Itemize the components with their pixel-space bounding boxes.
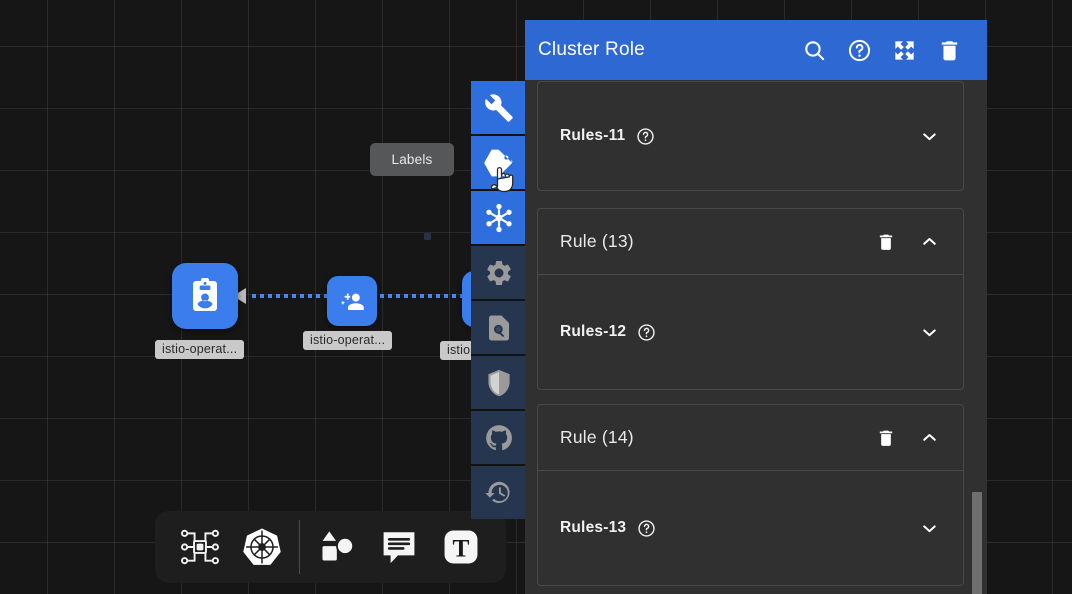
labels-tooltip: Labels xyxy=(370,143,454,176)
row-rules-13[interactable]: Rules-13 xyxy=(538,471,963,585)
chevron-down-icon-glyph xyxy=(923,524,936,532)
kubernetes-icon xyxy=(243,528,281,565)
help-circle-icon[interactable] xyxy=(636,127,655,146)
chevron-down-icon[interactable] xyxy=(918,321,941,344)
history-icon xyxy=(485,481,510,503)
toolbar-item-history[interactable] xyxy=(471,464,527,519)
wrench-icon xyxy=(485,93,513,122)
hub-icon xyxy=(486,203,512,232)
edge-binding-to-account xyxy=(252,294,330,298)
delete-icon xyxy=(879,234,893,250)
panel-scrollbar-thumb[interactable] xyxy=(972,492,982,594)
rules-title: Rules-12 xyxy=(560,323,627,340)
help-circle-icon[interactable] xyxy=(637,519,656,538)
delete-button[interactable] xyxy=(937,38,962,63)
rules-title: Rules-11 xyxy=(560,127,626,144)
chevron-down-icon-glyph xyxy=(923,328,936,336)
chevron-up-icon xyxy=(923,434,936,441)
shapes-icon xyxy=(320,528,354,563)
toolbar-item-tools[interactable] xyxy=(471,81,527,134)
bottom-toolbar-item-text[interactable]: T xyxy=(430,518,492,576)
chevron-down-icon[interactable] xyxy=(918,517,941,540)
toolbar-item-inspect[interactable] xyxy=(471,299,527,354)
rule-title: Rule (13) xyxy=(560,231,634,251)
card-rule-13: Rule (13) Rules-12 xyxy=(537,208,964,390)
rules-title: Rules-13 xyxy=(560,519,627,536)
github-icon xyxy=(486,424,512,450)
bottom-toolbar-item-shapes[interactable] xyxy=(306,518,368,576)
vertical-toolbar xyxy=(471,81,527,519)
document-search-icon xyxy=(489,315,509,340)
card-rules-11: Rules-11 xyxy=(537,81,964,191)
row-rule-14[interactable]: Rule (14) xyxy=(538,405,963,471)
help-circle-icon-glyph xyxy=(637,127,655,145)
delete-icon xyxy=(879,430,893,446)
bottom-toolbar-item-kubernetes[interactable] xyxy=(231,518,293,576)
labels-tooltip-text: Labels xyxy=(391,152,433,167)
id-badge-icon xyxy=(193,278,217,311)
node-label-service-account: istio-operat... xyxy=(155,340,245,359)
group-add-icon xyxy=(340,293,364,310)
panel-title: Cluster Role xyxy=(538,39,645,60)
panel-header-actions xyxy=(802,38,987,63)
card-rule-14: Rule (14) Rules-13 xyxy=(537,404,964,586)
help-circle-icon[interactable] xyxy=(637,323,656,342)
help-circle-icon-glyph xyxy=(638,323,655,341)
collapse-rule-14-button[interactable] xyxy=(918,426,941,449)
shield-icon xyxy=(488,369,510,396)
chevron-down-icon-glyph xyxy=(923,132,936,140)
toolbar-item-github[interactable] xyxy=(471,409,527,464)
node-label-role-binding: istio-operat... xyxy=(303,331,393,350)
chevron-down-icon[interactable] xyxy=(918,125,941,148)
row-rules-11[interactable]: Rules-11 xyxy=(538,82,963,190)
canvas-dot xyxy=(424,233,431,240)
search-icon xyxy=(805,40,825,60)
toolbar-item-topology[interactable] xyxy=(471,189,527,244)
panel-scrollbar-track[interactable] xyxy=(971,80,985,594)
node-service-account[interactable] xyxy=(172,263,238,329)
delete-rule-button[interactable] xyxy=(876,232,896,252)
help-button[interactable] xyxy=(847,38,872,63)
fullscreen-button[interactable] xyxy=(892,38,917,63)
help-circle-icon-glyph xyxy=(638,519,655,537)
toolbar-item-settings[interactable] xyxy=(471,244,527,299)
text-tool-icon: T xyxy=(444,530,478,564)
row-rules-12[interactable]: Rules-12 xyxy=(538,275,963,389)
fullscreen-icon xyxy=(895,40,914,60)
toolbar-divider xyxy=(299,520,300,574)
delete-rule-button[interactable] xyxy=(876,428,896,448)
svg-text:T: T xyxy=(453,534,470,562)
panel-body[interactable]: Rules-11 xyxy=(525,80,987,594)
rule-title: Rule (14) xyxy=(560,427,634,447)
tag-icon xyxy=(484,149,513,176)
bottom-toolbar-item-comment[interactable] xyxy=(368,518,430,576)
row-rule-13[interactable]: Rule (13) xyxy=(538,209,963,275)
toolbar-item-security[interactable] xyxy=(471,354,527,409)
help-icon xyxy=(848,39,871,61)
bottom-toolbar: T xyxy=(155,511,506,583)
bottom-toolbar-item-infrastructure[interactable] xyxy=(169,518,231,576)
chevron-up-icon xyxy=(923,238,936,245)
cluster-role-panel: Cluster Role xyxy=(525,20,987,594)
gear-icon xyxy=(487,260,511,285)
panel-header: Cluster Role xyxy=(525,20,987,80)
toolbar-item-labels[interactable] xyxy=(471,134,527,189)
circuit-chip-icon xyxy=(181,529,219,565)
edge-binding-to-role xyxy=(380,294,475,298)
collapse-rule-13-button[interactable] xyxy=(918,230,941,253)
node-role-binding[interactable] xyxy=(327,276,377,326)
delete-icon xyxy=(941,40,958,60)
comment-icon xyxy=(383,532,415,564)
search-button[interactable] xyxy=(802,38,827,63)
